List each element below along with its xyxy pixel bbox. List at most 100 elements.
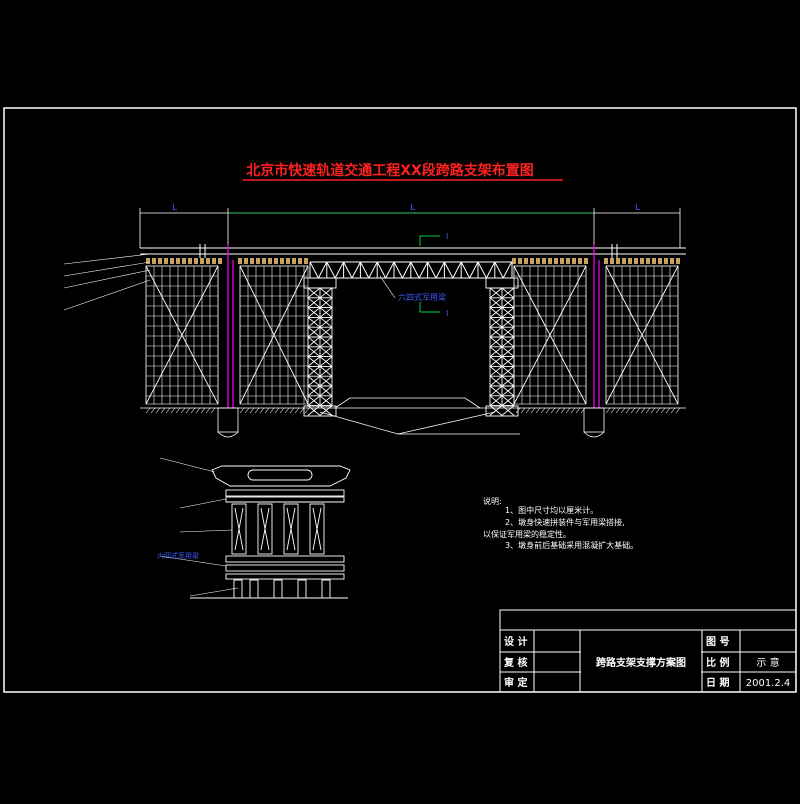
military-truss-beam bbox=[309, 261, 513, 279]
hatch-mark bbox=[525, 407, 531, 414]
drawing-title: 北京市快速轨道交通工程XX段跨路支架布置图 bbox=[246, 162, 534, 179]
scaffold-brace bbox=[239, 265, 309, 405]
pier-brace bbox=[489, 366, 503, 377]
deck-plank bbox=[286, 258, 290, 264]
column-body bbox=[283, 503, 299, 555]
notes-line-1: 1、图中尺寸均以厘米计。 bbox=[505, 505, 598, 515]
pier-brace bbox=[489, 336, 503, 348]
bridge-deck bbox=[140, 244, 686, 258]
left-callouts bbox=[63, 253, 151, 311]
deck-plank bbox=[512, 258, 516, 264]
truss-diagonal bbox=[477, 261, 487, 279]
hatch-mark bbox=[575, 407, 581, 414]
deck-plank bbox=[622, 258, 626, 264]
pier-brace bbox=[307, 297, 321, 308]
scaffold-tower bbox=[605, 265, 679, 405]
pier-brace bbox=[307, 287, 321, 299]
section-mark-bottom bbox=[419, 302, 440, 313]
hatch-mark bbox=[520, 407, 526, 414]
pier-brace bbox=[501, 375, 515, 387]
deck-plank bbox=[200, 258, 204, 264]
hatch-mark bbox=[274, 407, 280, 414]
column-body bbox=[309, 503, 325, 555]
hatch-mark bbox=[670, 407, 676, 414]
foundation-leaders bbox=[319, 411, 520, 435]
hatch-mark bbox=[175, 407, 181, 414]
hatch-mark bbox=[625, 407, 631, 414]
section-column bbox=[257, 503, 273, 555]
deck-plank bbox=[256, 258, 260, 264]
truss-diagonal bbox=[376, 261, 387, 279]
truss-diagonal bbox=[502, 261, 513, 279]
pier-brace bbox=[501, 297, 515, 308]
pier-brace bbox=[319, 317, 333, 328]
scaffold-tower bbox=[145, 265, 219, 405]
hatch-mark bbox=[660, 407, 666, 414]
section-columns bbox=[231, 503, 331, 599]
tb-review: 复 核 bbox=[503, 656, 527, 669]
section-callouts bbox=[159, 457, 239, 597]
hatch-mark bbox=[190, 407, 196, 414]
hatch-mark bbox=[540, 407, 546, 414]
hatch-mark bbox=[170, 407, 176, 414]
ground-hatch bbox=[145, 407, 681, 414]
hatch-mark bbox=[244, 407, 250, 414]
hatch-mark bbox=[289, 407, 295, 414]
base-pile bbox=[321, 579, 331, 599]
pier-brace bbox=[489, 317, 503, 328]
section-base bbox=[190, 555, 348, 599]
ground-line bbox=[140, 397, 686, 438]
pier-brace bbox=[307, 326, 321, 338]
pier-brace bbox=[501, 317, 515, 328]
deck-plank bbox=[628, 258, 632, 264]
deck-plank bbox=[548, 258, 552, 264]
deck-plank bbox=[292, 258, 296, 264]
truss-label: 六四式军用梁 bbox=[398, 292, 446, 302]
tb-drawing-name: 跨路支架支撑方案图 bbox=[596, 656, 686, 669]
section-column bbox=[231, 503, 247, 555]
deck-plank bbox=[640, 258, 644, 264]
tb-date-label: 日 期 bbox=[706, 676, 729, 689]
pier-brace bbox=[489, 356, 503, 367]
truss-diagonal bbox=[334, 261, 345, 279]
hatch-mark bbox=[630, 407, 636, 414]
truss-diagonal bbox=[418, 261, 429, 279]
hatch-mark bbox=[635, 407, 641, 414]
hatch-mark bbox=[150, 407, 156, 414]
hatch-mark bbox=[155, 407, 161, 414]
tb-design: 设 计 bbox=[504, 635, 527, 648]
pier-brace bbox=[319, 326, 333, 338]
tb-approve: 审 定 bbox=[504, 676, 527, 689]
pier-brace bbox=[489, 395, 503, 406]
hatch-mark bbox=[284, 407, 290, 414]
hatch-mark bbox=[180, 407, 186, 414]
pier-brace bbox=[307, 336, 321, 348]
notes-line-3: 以保证军用梁的稳定性。 bbox=[483, 529, 571, 539]
pier-brace bbox=[307, 375, 321, 387]
deck-plank bbox=[244, 258, 248, 264]
deck-plank bbox=[652, 258, 656, 264]
deck-plank bbox=[572, 258, 576, 264]
truss-diagonal bbox=[427, 261, 437, 279]
hatch-mark bbox=[210, 407, 216, 414]
pier-footing bbox=[485, 405, 519, 417]
pier-brace bbox=[489, 385, 503, 397]
hatch-mark bbox=[249, 407, 255, 414]
hatch-mark bbox=[640, 407, 646, 414]
hatch-mark bbox=[665, 407, 671, 414]
scaffold-tower bbox=[239, 265, 309, 405]
truss-diagonal bbox=[326, 261, 336, 279]
deck-plank bbox=[634, 258, 638, 264]
pier-brace bbox=[307, 385, 321, 397]
truss-diagonal bbox=[469, 261, 479, 279]
dimension-line bbox=[139, 208, 681, 248]
truss-diagonal bbox=[410, 261, 420, 279]
hatch-mark bbox=[530, 407, 536, 414]
truss-diagonal bbox=[435, 261, 445, 279]
pier-brace bbox=[319, 307, 333, 318]
pier-brace bbox=[307, 405, 321, 416]
pier-brace bbox=[489, 326, 503, 338]
truss-diagonal bbox=[494, 261, 504, 279]
deck-plank bbox=[536, 258, 540, 264]
deck-plank-row bbox=[146, 258, 680, 264]
